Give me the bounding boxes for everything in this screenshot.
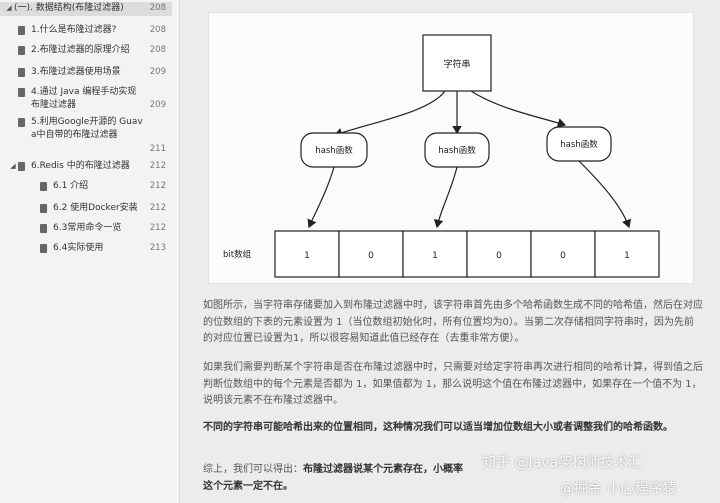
bit-array: 1 0 1 0 0 1: [274, 230, 660, 278]
bit-value: 1: [304, 251, 310, 261]
toc-item-label: 5.利用Google开源的 Guava中自带的布隆过滤器: [31, 117, 143, 140]
toc-item-page: 208: [149, 3, 166, 13]
toc-item[interactable]: ◢(一). 数据结构(布隆过滤器) 208: [0, 2, 172, 16]
bookmark-icon: [18, 88, 25, 97]
toc-item-label: 2.布隆过滤器的原理介绍: [31, 45, 130, 55]
watermark-juejin: @掘金 小心程序猿: [560, 481, 677, 497]
watermark-zhihu: 知乎 @Java架构师技术汇: [482, 455, 643, 471]
toc-item-label: 1.什么是布隆过滤器?: [31, 25, 117, 35]
bookmark-icon: [18, 26, 25, 35]
toc-item-label: 6.3常用命令一览: [53, 223, 122, 233]
bit-value: 0: [496, 251, 502, 261]
paragraph-4-bold: 布隆过滤器说某个元素存在，小概率: [303, 464, 463, 475]
toc-item-label: 6.1 介绍: [53, 181, 89, 191]
toc-item-page: 212: [149, 161, 166, 171]
paragraph-2: 如果我们需要判断某个字符串是否在布隆过滤器中时，只需要对给定字符串再次进行相同的…: [203, 362, 703, 406]
string-box: [422, 34, 492, 92]
toc-item[interactable]: ◢ 6.Redis 中的布隆过滤器 212: [0, 160, 172, 174]
toc-item[interactable]: 3.布隆过滤器使用场景 209: [0, 66, 172, 80]
bookmark-icon: [40, 182, 47, 191]
toc-item[interactable]: 6.3常用命令一览 212: [0, 222, 172, 236]
hash-function-1: hash函数: [300, 132, 368, 168]
diagram-svg: 字符串 hash函数 hash函数 hash函数 bit数组 1 0 1 0 0 1: [223, 34, 660, 278]
bit-value: 0: [368, 251, 374, 261]
hash-function-2: hash函数: [424, 132, 490, 168]
bit-cell: [466, 230, 532, 278]
toc-item-label: 3.布隆过滤器使用场景: [31, 67, 121, 77]
bookmark-icon: [40, 244, 47, 253]
toc-item-label: 6.4实际使用: [53, 243, 104, 253]
hash-label-3: hash函数: [560, 139, 598, 150]
bookmark-icon: [40, 224, 47, 233]
bookmark-icon: [40, 204, 47, 213]
paragraph-4-line2: 这个元素一定不在。: [203, 480, 293, 492]
bit-value: 1: [432, 251, 438, 261]
toc-item[interactable]: 6.1 介绍 212: [0, 180, 172, 194]
toc-item-label: 4.通过 Java 编程手动实现布隆过滤器: [31, 87, 137, 110]
bit-cell: [402, 230, 468, 278]
bookmark-icon: [18, 162, 25, 171]
paragraph-3: 不同的字符串可能哈希出来的位置相同，这种情况我们可以适当增加位数组大小或者调整我…: [203, 420, 703, 437]
bloom-filter-diagram: 字符串 hash函数 hash函数 hash函数 bit数组 1 0 1 0 0 1: [208, 12, 694, 284]
toc-item[interactable]: 4.通过 Java 编程手动实现布隆过滤器 209: [0, 86, 172, 112]
bit-value: 0: [560, 251, 566, 261]
caret-down-icon[interactable]: ◢: [10, 162, 16, 170]
toc-item[interactable]: 6.4实际使用 213: [0, 242, 172, 256]
toc-item-label: (一). 数据结构(布隆过滤器): [14, 3, 124, 13]
caret-down-icon[interactable]: ◢: [6, 4, 12, 12]
toc-item-page: 209: [149, 100, 166, 110]
hash-label-2: hash函数: [438, 145, 476, 156]
toc-item-page: 212: [149, 181, 166, 191]
toc-item-page: 211: [149, 144, 166, 154]
toc-item-page: 213: [149, 243, 166, 253]
toc-item-label: 6.Redis 中的布隆过滤器: [31, 161, 130, 171]
paragraph-1: 如图所示，当字符串存储要加入到布隆过滤器中时，该字符串首先由多个哈希函数生成不同…: [203, 300, 703, 344]
bookmark-icon: [18, 46, 25, 55]
toc-item-page: 208: [149, 45, 166, 55]
paragraph-4-prefix: 综上，我们可以得出：: [203, 464, 303, 475]
bit-value: 1: [624, 251, 630, 261]
hash-label-1: hash函数: [315, 145, 353, 156]
toc-item-page: 209: [149, 67, 166, 77]
toc-item-page: 212: [149, 203, 166, 213]
string-label: 字符串: [443, 58, 470, 70]
bit-cell: [594, 230, 660, 278]
toc-item-page: 212: [149, 223, 166, 233]
toc-item-label: 6.2 使用Docker安装: [53, 203, 138, 213]
bit-array-label: bit数组: [223, 249, 252, 260]
toc-item[interactable]: 1.什么是布隆过滤器? 208: [0, 24, 172, 38]
toc-item-page: 208: [149, 25, 166, 35]
paragraph-3-bold: 不同的字符串可能哈希出来的位置相同，这种情况我们可以适当增加位数组大小或者调整我…: [203, 422, 673, 433]
bookmark-icon: [18, 118, 25, 127]
toc-item[interactable]: 6.2 使用Docker安装 212: [0, 202, 172, 216]
toc-item[interactable]: 2.布隆过滤器的原理介绍 208: [0, 44, 172, 58]
bit-cell: [530, 230, 596, 278]
toc-item[interactable]: 5.利用Google开源的 Guava中自带的布隆过滤器 211: [0, 116, 172, 156]
hash-function-3: hash函数: [546, 126, 612, 162]
paragraph-4: 综上，我们可以得出：布隆过滤器说某个元素存在，小概率 这个元素一定不在。: [203, 462, 703, 495]
bookmark-icon: [18, 68, 25, 77]
